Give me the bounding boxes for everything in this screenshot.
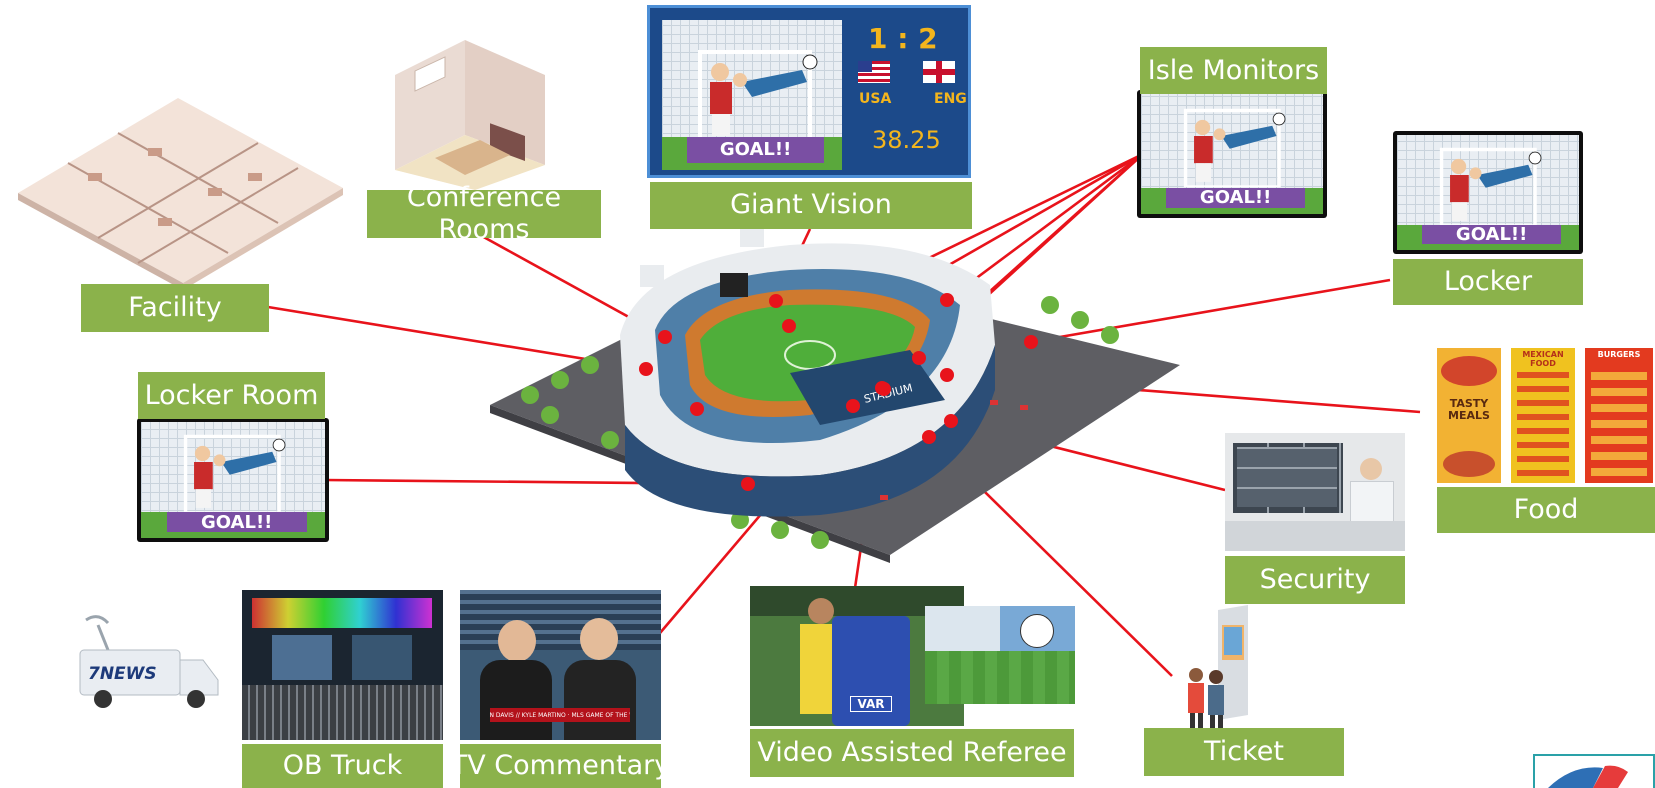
locker-room-monitor-screen: GOAL!! [137, 418, 329, 542]
node-var [877, 382, 891, 396]
goalkeeper-icon [698, 50, 818, 142]
node-food [940, 368, 954, 382]
office-illustration [18, 98, 343, 288]
var-sign: VAR [850, 696, 892, 712]
corner-logo-icon [1533, 754, 1655, 788]
node-tv [846, 399, 860, 413]
node-giant-vision [769, 294, 783, 308]
team-home: USA [859, 91, 892, 107]
food-poster-1: TASTY MEALS [1437, 348, 1501, 483]
food-poster-3: BURGERS [1585, 348, 1653, 483]
scoreboard-goal-banner: GOAL!! [687, 137, 824, 163]
node-isle-2 [690, 402, 704, 416]
var-replay-screen [925, 606, 1075, 704]
label-facility: Facility [81, 284, 269, 332]
label-security: Security [1225, 556, 1405, 604]
conference-room-illustration [395, 40, 545, 190]
label-locker: Locker [1393, 259, 1583, 305]
node-isle-3 [940, 293, 954, 307]
node-security [944, 414, 958, 428]
goalkeeper-icon [183, 434, 286, 513]
usa-flag-icon [858, 61, 890, 83]
label-food: Food [1437, 487, 1655, 533]
node-isle-1 [782, 319, 796, 333]
label-video-assisted-referee: Video Assisted Referee [750, 729, 1074, 777]
england-flag-icon [923, 61, 955, 83]
node-locker-room [741, 477, 755, 491]
security-photo [1225, 433, 1405, 551]
news-logo: 7NEWS [88, 664, 157, 684]
food-poster-2: MEXICAN FOOD [1511, 348, 1575, 483]
label-tv-commentary: TV Commentary [451, 744, 670, 788]
isle-monitor-screen: GOAL!! [1137, 90, 1327, 218]
label-conference-rooms: Conference Rooms [367, 182, 601, 245]
food-poster-1-title: TASTY MEALS [1448, 397, 1490, 423]
food-poster-2-title: MEXICAN FOOD [1522, 350, 1564, 368]
ob-truck-photo [242, 590, 443, 740]
giant-vision-scoreboard: GOAL!! 1 : 2 USA ENG 38.25 [647, 5, 971, 178]
tv-commentary-photo: GLENN DAVIS // KYLE MARTINO · MLS GAME O… [460, 590, 661, 740]
node-facility [639, 362, 653, 376]
goalkeeper-icon [1183, 108, 1286, 187]
monitor-goal-banner: GOAL!! [1422, 224, 1561, 245]
food-poster-3-title: BURGERS [1597, 350, 1641, 359]
monitor-goal-banner: GOAL!! [166, 512, 307, 533]
goalkeeper-icon [1439, 147, 1542, 226]
locker-monitor-screen: GOAL!! [1393, 131, 1583, 254]
label-locker-room: Locker Room [138, 372, 325, 419]
team-away: ENG [934, 91, 967, 107]
news-van-illustration: 7NEWS [79, 615, 219, 708]
scoreboard-score: 1 : 2 [868, 22, 938, 55]
node-conference [658, 330, 672, 344]
commentary-caption: GLENN DAVIS // KYLE MARTINO · MLS GAME O… [490, 708, 630, 722]
monitor-goal-banner: GOAL!! [1166, 187, 1305, 208]
scoreboard-goal-screen: GOAL!! [662, 20, 842, 170]
food-posters: TASTY MEALS MEXICAN FOOD BURGERS [1437, 348, 1655, 483]
scoreboard-clock: 38.25 [872, 126, 941, 154]
node-isle-4 [912, 351, 926, 365]
node-ticket [922, 430, 936, 444]
label-ticket: Ticket [1144, 728, 1344, 776]
ticket-booth-illustration [1188, 605, 1248, 729]
node-locker [1024, 335, 1038, 349]
label-giant-vision: Giant Vision [650, 182, 972, 229]
label-ob-truck: OB Truck [242, 744, 443, 788]
label-isle-monitors: Isle Monitors [1140, 47, 1327, 94]
